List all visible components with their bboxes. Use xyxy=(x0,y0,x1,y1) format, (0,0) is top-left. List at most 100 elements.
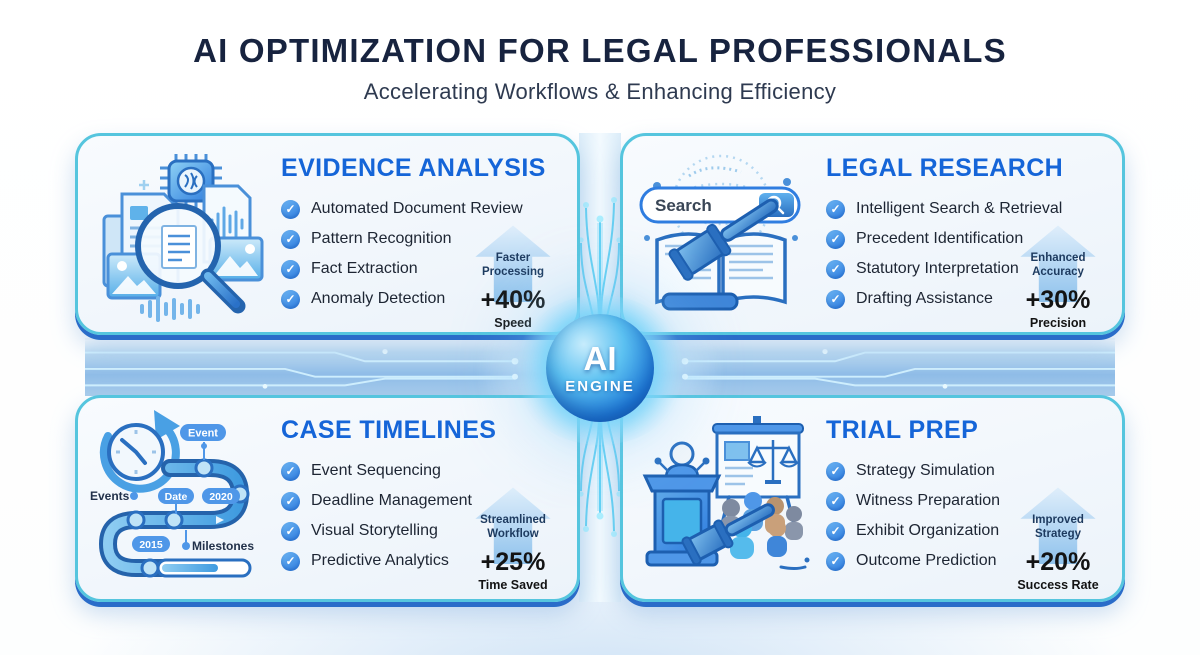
waveform-icon xyxy=(140,296,200,322)
check-icon: ✓ xyxy=(281,229,300,249)
svg-text:Milestones: Milestones xyxy=(192,539,254,553)
feature-label: Fact Extraction xyxy=(311,260,418,277)
header: AI OPTIMIZATION FOR LEGAL PROFESSIONALS … xyxy=(0,32,1200,105)
feature-item: ✓ Pattern Recognition xyxy=(281,224,459,254)
page-subtitle: Accelerating Workflows & Enhancing Effic… xyxy=(363,79,837,104)
badge-value: +40% xyxy=(480,285,546,314)
check-icon: ✓ xyxy=(281,521,300,541)
gavel-icon xyxy=(681,503,775,566)
feature-item: ✓ Intelligent Search & Retrieval xyxy=(826,194,1062,224)
up-arrow-icon xyxy=(475,225,551,302)
check-icon: ✓ xyxy=(826,491,845,511)
feature-item: ✓ Fact Extraction xyxy=(281,254,459,284)
ai-engine-hub: AI ENGINE xyxy=(546,314,654,422)
feature-item: ✓Predictive Analytics xyxy=(281,546,459,576)
scales-icon xyxy=(747,440,799,484)
feature-label: Precedent Identification xyxy=(856,230,1024,247)
up-arrow-icon xyxy=(1020,225,1096,302)
card-content: EVIDENCE ANALYSIS ✓ Automated Document Re… xyxy=(281,154,546,314)
badge-metric: Precision xyxy=(1029,315,1087,330)
easel-board-icon xyxy=(712,416,804,530)
card-trial-prep: TRIAL PREP ✓ Strategy Simulation ✓ Witness… xyxy=(620,395,1125,602)
svg-text:2020: 2020 xyxy=(209,491,233,503)
svg-text:Events: Events xyxy=(90,489,130,503)
feature-label: Deadline Management xyxy=(311,492,472,509)
card-title: EVIDENCE ANALYSIS xyxy=(281,154,546,182)
feature-item: ✓ Exhibit Organization xyxy=(826,516,1004,546)
card-title: CASE TIMELINES xyxy=(281,416,497,444)
search-placeholder: Search xyxy=(655,196,712,215)
feature-label: Exhibit Organization xyxy=(856,522,1000,539)
badge-metric: Time Saved xyxy=(478,577,548,592)
feature-item: ✓Drafting Assistance xyxy=(826,284,1004,314)
check-icon: ✓ xyxy=(826,521,845,541)
feature-item: ✓ Statutory Interpretation xyxy=(826,254,1019,284)
feature-label: Strategy Simulation xyxy=(856,462,995,479)
feature-label: Predictive Analytics xyxy=(311,552,449,569)
feature-item: ✓ Event Sequencing xyxy=(281,456,459,486)
check-icon: ✓ xyxy=(281,289,300,309)
check-icon: ✓ xyxy=(281,259,300,279)
hub-label-ai: AI xyxy=(583,339,617,377)
badge-value: +30% xyxy=(1025,285,1091,314)
up-arrow-icon xyxy=(1020,487,1096,564)
svg-text:2015: 2015 xyxy=(139,539,163,551)
feature-label: Pattern Recognition xyxy=(311,230,452,247)
check-icon: ✓ xyxy=(281,199,300,219)
page-title: AI OPTIMIZATION FOR LEGAL PROFESSIONALS xyxy=(193,32,1007,69)
timeline-labels: Events Milestones xyxy=(90,489,254,553)
case-timelines-icon: Event Date 2020 2015 Events Milestones xyxy=(84,404,268,592)
card-content: TRIAL PREP ✓ Strategy Simulation ✓ Witness… xyxy=(826,416,1004,576)
feature-item: ✓ Witness Preparation xyxy=(826,486,1004,516)
svg-text:Date: Date xyxy=(165,491,188,503)
feature-label: Statutory Interpretation xyxy=(856,260,1019,277)
feature-label: Visual Storytelling xyxy=(311,522,438,539)
feature-item: ✓ Automated Document Review xyxy=(281,194,523,224)
badge-metric: Success Rate xyxy=(1017,577,1099,592)
card-evidence-analysis: EVIDENCE ANALYSIS ✓ Automated Document Re… xyxy=(75,133,580,335)
check-icon: ✓ xyxy=(826,259,845,279)
card-case-timelines: Event Date 2020 2015 Events Milestones xyxy=(75,395,580,602)
feature-label: Intelligent Search & Retrieval xyxy=(856,200,1063,217)
trial-prep-icon xyxy=(629,404,813,592)
feature-item: ✓Deadline Management xyxy=(281,486,472,516)
card-title: TRIAL PREP xyxy=(826,416,979,444)
up-arrow-icon xyxy=(475,487,551,564)
timeline-nodes xyxy=(126,458,250,578)
progress-bar-icon xyxy=(156,558,252,578)
evidence-analysis-icon xyxy=(84,142,268,330)
check-icon: ✓ xyxy=(281,461,300,481)
feature-label: Automated Document Review xyxy=(311,200,523,217)
magnifier-icon xyxy=(135,203,246,314)
gavel-icon xyxy=(661,198,779,311)
feature-label: Outcome Prediction xyxy=(856,552,997,569)
legal-research-icon: Search xyxy=(629,142,813,330)
card-title: LEGAL RESEARCH xyxy=(826,154,1064,182)
badge-value: +25% xyxy=(480,547,546,576)
check-icon: ✓ xyxy=(826,199,845,219)
speaker-icon xyxy=(654,441,710,480)
clock-icon xyxy=(99,410,180,493)
timeline-pills: Event Date 2020 2015 xyxy=(132,424,240,552)
feature-label: Drafting Assistance xyxy=(856,290,993,307)
svg-text:Event: Event xyxy=(188,428,218,440)
feature-item: ✓Outcome Prediction xyxy=(826,546,1004,576)
card-content: LEGAL RESEARCH ✓ Intelligent Search & Ret… xyxy=(826,154,1064,314)
feature-label: Event Sequencing xyxy=(311,462,441,479)
card-content: CASE TIMELINES ✓Event Sequencing ✓Deadli… xyxy=(281,416,497,576)
feature-label: Anomaly Detection xyxy=(311,290,446,307)
feature-item: ✓ Anomaly Detection xyxy=(281,284,459,314)
badge-value: +20% xyxy=(1025,547,1091,576)
feature-item: ✓ Visual Storytelling xyxy=(281,516,459,546)
badge-metric: Speed xyxy=(494,315,532,330)
feature-label: Witness Preparation xyxy=(856,492,1001,509)
